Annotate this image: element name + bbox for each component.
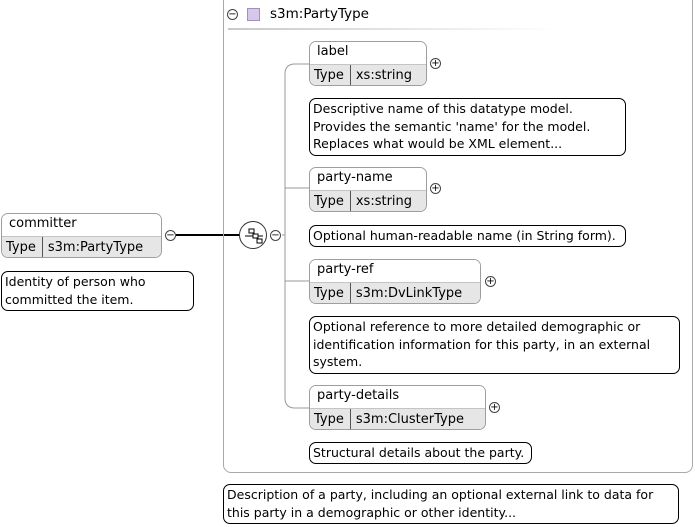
type-label: Type bbox=[310, 283, 351, 303]
complex-type-documentation: Description of a party, including an opt… bbox=[223, 484, 679, 524]
doc-line: system. bbox=[313, 354, 363, 369]
expand-party-name-icon[interactable]: + bbox=[430, 183, 441, 194]
doc-line: Optional reference to more detailed demo… bbox=[313, 319, 641, 334]
doc-line: identification information for this part… bbox=[313, 336, 651, 352]
complex-type-frame bbox=[223, 0, 693, 473]
type-label: Type bbox=[310, 65, 351, 85]
type-value: s3m:PartyType bbox=[47, 240, 144, 255]
party-name-documentation: Optional human-readable name (in String … bbox=[309, 225, 626, 247]
type-label: Type bbox=[310, 409, 351, 429]
complex-type-icon bbox=[247, 8, 260, 21]
doc-line: Descriptive name of this datatype model. bbox=[313, 101, 573, 116]
element-party-name[interactable]: party-name Type xs:string bbox=[309, 167, 427, 212]
collapse-committer-icon[interactable]: − bbox=[165, 230, 176, 241]
element-committer[interactable]: committer Type s3m:PartyType bbox=[1, 213, 162, 258]
element-name: label bbox=[310, 42, 426, 65]
element-name: party-name bbox=[310, 168, 426, 191]
element-party-details[interactable]: party-details Type s3m:ClusterType bbox=[309, 385, 486, 430]
element-type-row: Type xs:string bbox=[310, 65, 426, 85]
party-details-documentation: Structural details about the party. bbox=[309, 442, 532, 464]
type-label: Type bbox=[310, 191, 351, 211]
element-name: party-ref bbox=[310, 260, 480, 283]
complex-type-title: s3m:PartyType bbox=[270, 6, 369, 22]
party-ref-documentation: Optional reference to more detailed demo… bbox=[309, 316, 680, 374]
doc-line: Optional human-readable name (in String … bbox=[313, 228, 616, 243]
doc-line: Structural details about the party. bbox=[313, 445, 525, 460]
expand-party-ref-icon[interactable]: + bbox=[485, 276, 496, 287]
element-type-row: Type xs:string bbox=[310, 191, 426, 211]
doc-line: this party in a demographic or other ide… bbox=[227, 504, 517, 520]
doc-line: Provides the semantic 'name' for the mod… bbox=[313, 118, 591, 134]
element-name: party-details bbox=[310, 386, 485, 409]
type-value: s3m:ClusterType bbox=[355, 412, 464, 427]
type-label: Type bbox=[2, 237, 43, 257]
doc-line: committed the item. bbox=[5, 291, 134, 307]
expand-label-icon[interactable]: + bbox=[430, 58, 441, 69]
doc-line: Identity of person who bbox=[5, 274, 146, 289]
expand-party-details-icon[interactable]: + bbox=[489, 402, 500, 413]
sequence-compositor[interactable] bbox=[239, 221, 267, 249]
element-type-row: Type s3m:ClusterType bbox=[310, 409, 485, 429]
element-party-ref[interactable]: party-ref Type s3m:DvLinkType bbox=[309, 259, 481, 304]
collapse-sequence-icon[interactable]: − bbox=[270, 230, 281, 241]
label-documentation: Descriptive name of this datatype model.… bbox=[309, 98, 626, 156]
type-value: s3m:DvLinkType bbox=[355, 286, 463, 301]
doc-line: Replaces what would be XML element... bbox=[313, 136, 563, 151]
type-value: xs:string bbox=[355, 194, 413, 209]
element-type-row: Type s3m:DvLinkType bbox=[310, 283, 480, 303]
element-label[interactable]: label Type xs:string bbox=[309, 41, 427, 86]
type-value: xs:string bbox=[355, 68, 413, 83]
collapse-type-icon[interactable]: − bbox=[227, 9, 238, 20]
element-type-row: Type s3m:PartyType bbox=[2, 237, 161, 257]
element-name: committer bbox=[2, 214, 161, 237]
doc-line: Description of a party, including an opt… bbox=[227, 487, 654, 502]
sequence-icon bbox=[245, 228, 263, 244]
committer-documentation: Identity of person who committed the ite… bbox=[1, 271, 194, 311]
